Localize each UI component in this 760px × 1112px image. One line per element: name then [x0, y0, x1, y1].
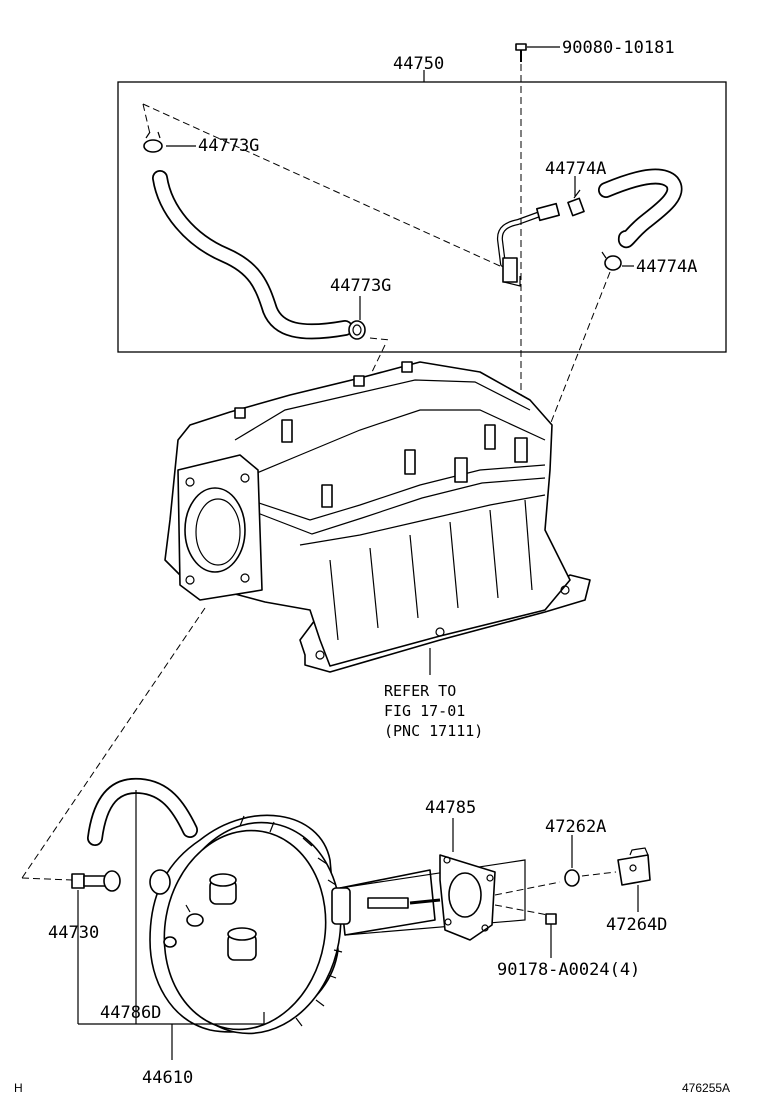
dashed-ref-line-2: [142, 103, 151, 135]
clip-44773g-top: [143, 131, 163, 153]
booster-vacuum-hose: [88, 779, 197, 845]
booster-inlet: [149, 869, 171, 895]
booster-mounts: [163, 873, 257, 961]
figure-id: 476255A: [682, 1081, 730, 1095]
clip-44773g-mid: [348, 320, 366, 340]
footer-left-mark: H: [14, 1081, 23, 1095]
clip-ref-line: [547, 271, 611, 431]
assembly-box: [117, 81, 727, 353]
clip-44774a-top: [567, 189, 585, 217]
clip-44774a-mid: [601, 251, 622, 271]
right-vacuum-hose: [599, 170, 681, 247]
label-44730: 44730: [48, 923, 99, 943]
label-90178-a0024: 90178-A0024(4): [497, 960, 640, 980]
hose-ref-line: [371, 344, 386, 373]
throttle-bore: [177, 454, 263, 601]
left-vacuum-hose-outline: [152, 170, 353, 340]
dashed-ref-line-3: [369, 337, 391, 341]
booster-push-rod: [331, 859, 526, 936]
nut-47262a: [564, 869, 580, 887]
label-44750: 44750: [393, 54, 444, 74]
bolt-90080-10181: [515, 43, 560, 62]
label-90080-10181: 90080-10181: [562, 38, 675, 58]
ref-line-to-union: [21, 877, 73, 881]
label-44610: 44610: [142, 1068, 193, 1088]
manifold-body: [164, 361, 571, 667]
refer-line-2: FIG 17-01: [384, 702, 465, 720]
nut-90178-a0024: [545, 913, 557, 925]
label-47264d: 47264D: [606, 915, 667, 935]
manifold-to-booster-ref-line: [21, 607, 206, 879]
bracket-44610: [77, 790, 265, 1060]
brake-booster-group: [71, 777, 651, 1060]
label-44774a-top: 44774A: [545, 159, 606, 179]
refer-line-1: REFER TO: [384, 682, 456, 700]
refer-line-3: (PNC 17111): [384, 722, 483, 740]
hose-assembly-group: [117, 70, 727, 353]
label-44774a-mid: 44774A: [636, 257, 697, 277]
check-valve-union-44730: [71, 870, 121, 892]
label-44773g-mid: 44773G: [330, 276, 391, 296]
label-47262a: 47262A: [545, 817, 606, 837]
clevis-47264d: [617, 847, 651, 886]
vacuum-pipe: [496, 202, 561, 287]
label-44773g-top: 44773G: [198, 136, 259, 156]
label-44786d: 44786D: [100, 1003, 161, 1023]
left-vacuum-hose: [153, 171, 352, 338]
label-44785: 44785: [425, 798, 476, 818]
intake-manifold: [164, 361, 591, 675]
gasket-44785: [439, 854, 496, 941]
